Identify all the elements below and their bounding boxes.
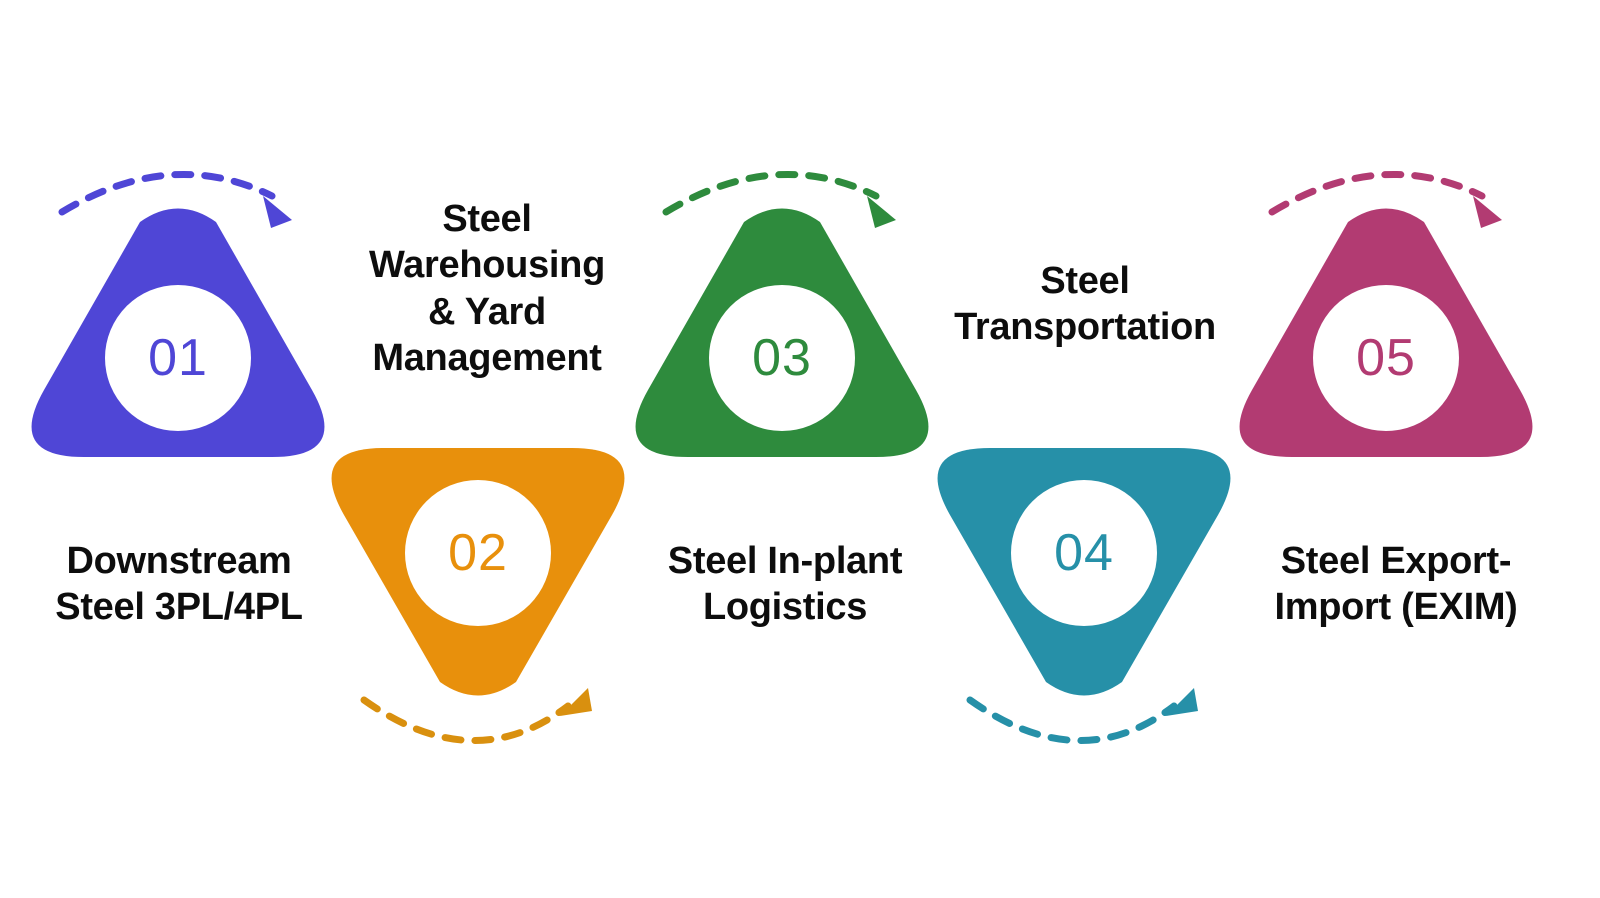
arrow-05-head	[1473, 196, 1502, 228]
arrow-05-arc	[1268, 170, 1486, 216]
arrow-01	[58, 170, 292, 228]
step-circle-05	[1313, 285, 1459, 431]
step-label-04: Steel Transportation	[954, 260, 1216, 349]
step-circle-02	[405, 480, 551, 626]
step-shape-04[interactable]: 04	[937, 448, 1231, 696]
step-label-01: Downstream Steel 3PL/4PL	[55, 540, 303, 629]
step-label-05: Steel Export- Import (EXIM)	[1274, 540, 1518, 629]
step-shape-01[interactable]: 01	[31, 208, 325, 458]
arrow-04	[966, 688, 1198, 744]
step-number-02: 02	[448, 524, 508, 582]
arrow-03-head	[867, 196, 896, 228]
step-shape-05[interactable]: 05	[1239, 208, 1533, 458]
arrow-01-arc	[58, 170, 276, 216]
step-number-01: 01	[148, 329, 208, 387]
arrow-02	[360, 688, 592, 744]
step-number-04: 04	[1054, 524, 1114, 582]
step-shape-03[interactable]: 03	[635, 208, 929, 458]
step-number-03: 03	[752, 329, 812, 387]
step-circle-03	[709, 285, 855, 431]
arrow-04-head	[1166, 688, 1198, 716]
arrow-02-head	[560, 688, 592, 716]
step-shape-02[interactable]: 02	[331, 448, 625, 696]
step-label-03: Steel In-plant Logistics	[667, 540, 903, 629]
step-number-05: 05	[1356, 329, 1416, 387]
arrow-03	[662, 170, 896, 228]
arrow-03-arc	[662, 170, 880, 216]
step-label-02: Steel Warehousing & Yard Management	[369, 198, 605, 380]
arrow-01-head	[263, 196, 292, 228]
arrow-05	[1268, 170, 1502, 228]
arrow-04-arc	[966, 696, 1178, 744]
arrow-02-arc	[360, 696, 572, 744]
step-circle-04	[1011, 480, 1157, 626]
step-circle-01	[105, 285, 251, 431]
